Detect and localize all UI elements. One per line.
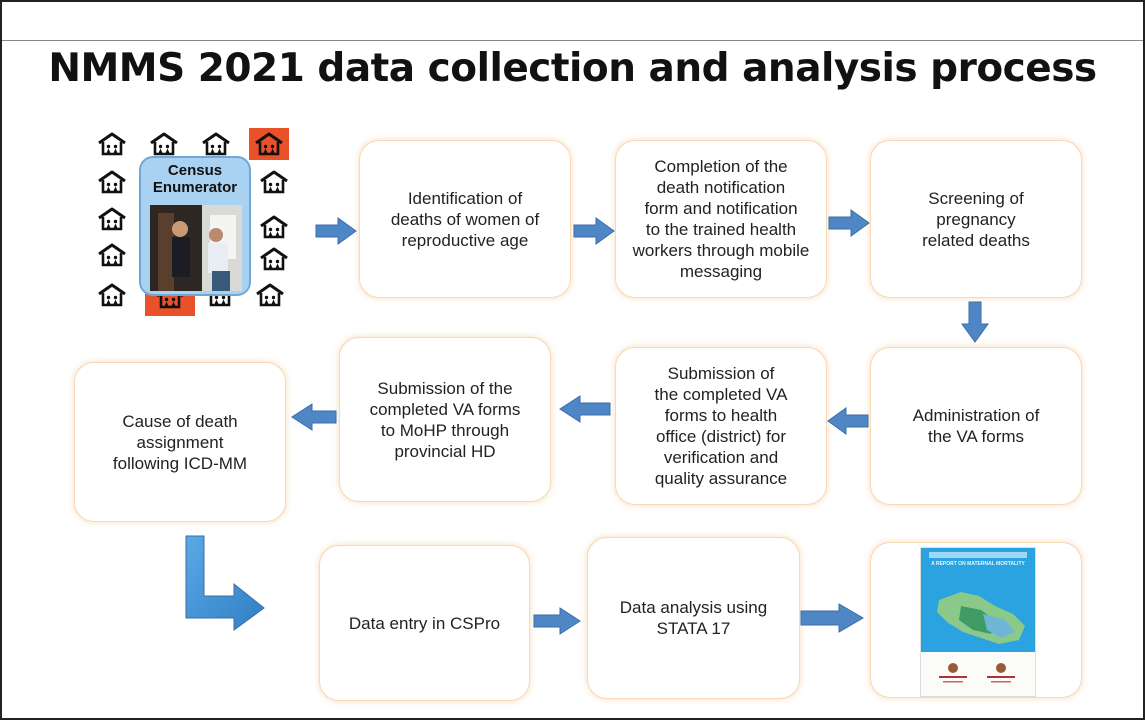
arrow-left-icon: [291, 403, 337, 431]
arrow-bend-down-right-icon: [185, 535, 265, 631]
arrow-left-icon: [827, 407, 869, 435]
house-icon: [97, 207, 127, 231]
arrow-right-icon: [828, 209, 870, 237]
step-submission-district-text: Submission of the completed VA forms to …: [654, 364, 788, 488]
enumerator-photo: [150, 205, 242, 291]
step-notification-text: Completion of the death notification for…: [632, 157, 810, 281]
step-cause-of-death-text: Cause of death assignment following ICD-…: [112, 411, 248, 473]
report-cover-image: A REPORT ON MATERNAL MORTALITY: [920, 547, 1036, 697]
report-cover-title: A REPORT ON MATERNAL MORTALITY: [931, 561, 1025, 567]
step-screening-text: Screening of pregnancy related deaths: [922, 188, 1030, 250]
step-notification-box: Completion of the death notification for…: [615, 140, 827, 298]
slide-title: NMMS 2021 data collection and analysis p…: [48, 46, 1097, 91]
slide-top-bar: [2, 2, 1143, 41]
step-data-analysis-box: Data analysis using STATA 17: [587, 537, 800, 699]
arrow-right-icon: [800, 603, 864, 633]
house-icon: [149, 132, 179, 156]
census-enumerator-label: Census Enumerator: [152, 162, 238, 196]
house-icon: [97, 243, 127, 267]
step-submission-mohp-text: Submission of the completed VA forms to …: [369, 378, 521, 461]
step-submission-district-box: Submission of the completed VA forms to …: [615, 347, 827, 505]
step-submission-mohp-box: Submission of the completed VA forms to …: [339, 337, 551, 502]
house-icon: [259, 170, 289, 194]
house-icon: [201, 132, 231, 156]
arrow-right-icon: [533, 607, 581, 635]
arrow-right-icon: [573, 217, 615, 245]
step-cause-of-death-box: Cause of death assignment following ICD-…: [74, 362, 286, 522]
step-administration-box: Administration of the VA forms: [870, 347, 1082, 505]
arrow-left-icon: [559, 395, 611, 423]
house-icon: [259, 247, 289, 271]
step-administration-text: Administration of the VA forms: [912, 406, 1040, 446]
house-icon: [97, 283, 127, 307]
step-screening-box: Screening of pregnancy related deaths: [870, 140, 1082, 298]
house-icon: [97, 132, 127, 156]
census-enumerator-card: Census Enumerator: [139, 156, 251, 296]
step-data-entry-text: Data entry in CSPro: [348, 613, 501, 633]
house-icon: [97, 170, 127, 194]
house-icon: [259, 215, 289, 239]
step-identification-box: Identification of deaths of women of rep…: [359, 140, 571, 298]
step-data-entry-box: Data entry in CSPro: [319, 545, 530, 701]
arrow-down-icon: [961, 301, 989, 343]
highlighted-house-icon: [249, 128, 289, 160]
house-icon: [255, 283, 285, 307]
arrow-right-icon: [315, 217, 357, 245]
step-identification-text: Identification of deaths of women of rep…: [390, 188, 540, 250]
step-data-analysis-text: Data analysis using STATA 17: [619, 598, 768, 638]
